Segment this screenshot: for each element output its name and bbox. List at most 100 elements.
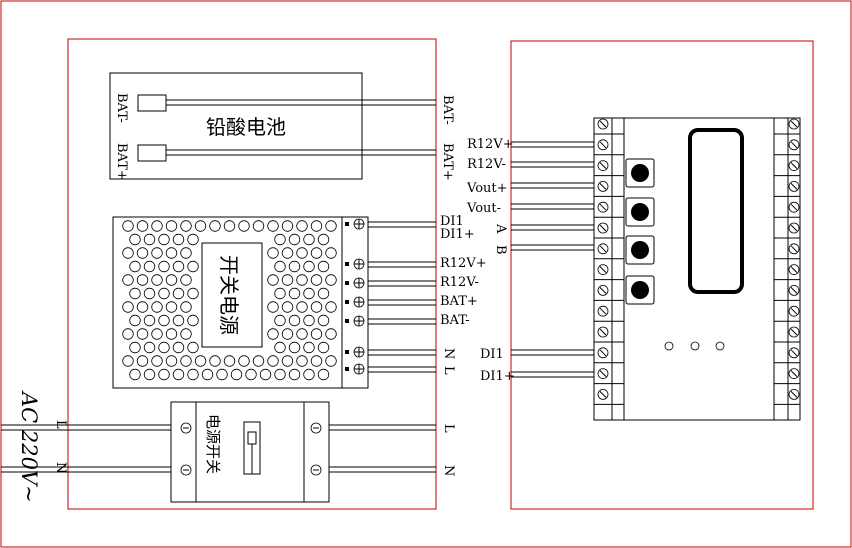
- vent-hole: [129, 341, 141, 354]
- vent-hole: [151, 247, 163, 259]
- breaker-name: 电源开关: [204, 414, 222, 474]
- vent-hole: [194, 220, 207, 232]
- vent-hole: [267, 301, 279, 313]
- vent-hole: [122, 220, 134, 232]
- vent-hole: [303, 368, 315, 381]
- vent-hole: [274, 368, 286, 381]
- vent-hole: [158, 341, 170, 354]
- vent-hole: [288, 233, 301, 246]
- vent-hole: [143, 368, 156, 381]
- vent-hole: [310, 274, 323, 286]
- vent-hole: [122, 355, 134, 367]
- vent-hole: [172, 314, 185, 327]
- psu-out-label-r12vplus: R12V+: [440, 256, 487, 271]
- vent-hole: [223, 220, 236, 232]
- vent-hole: [165, 301, 178, 313]
- breaker-out-label-l: L: [441, 424, 456, 433]
- vent-hole: [303, 260, 315, 273]
- vent-hole: [122, 274, 134, 286]
- vent-hole: [187, 287, 199, 300]
- switching-power-supply: 开关电源 DI1 DI1+ R12V+ R12V- BAT+ BAT- N L: [112, 214, 487, 389]
- vent-hole: [267, 247, 279, 259]
- vent-hole: [136, 328, 149, 340]
- vent-hole: [122, 301, 134, 313]
- vent-hole: [317, 233, 330, 246]
- indicator-led-3: [715, 341, 725, 351]
- vent-hole: [310, 328, 323, 340]
- psu-out-label-batminus: BAT-: [440, 313, 470, 328]
- vent-hole: [165, 328, 178, 340]
- vent-hole: [274, 260, 286, 273]
- vent-hole: [303, 341, 315, 354]
- vent-hole: [317, 287, 330, 300]
- vent-hole: [245, 368, 257, 381]
- vent-hole: [158, 368, 170, 381]
- vent-hole: [158, 314, 170, 327]
- vent-hole: [274, 233, 286, 246]
- ctrl-in-label-voutminus: Vout-: [466, 201, 501, 216]
- vent-hole: [281, 355, 294, 367]
- controller-unit: [593, 117, 801, 421]
- vent-hole: [187, 260, 199, 273]
- vent-hole: [165, 220, 178, 232]
- psu-name: 开关电源: [217, 255, 241, 335]
- controller-button-2[interactable]: [625, 197, 655, 227]
- vent-hole: [165, 274, 178, 286]
- battery-neg-label-right: BAT-: [440, 95, 455, 125]
- vent-hole: [180, 355, 192, 367]
- battery-name: 铅酸电池: [206, 115, 286, 139]
- vent-hole: [136, 220, 149, 232]
- vent-hole: [129, 368, 141, 381]
- vent-hole: [252, 355, 265, 367]
- ctrl-in-label-r12vplus: R12V+: [467, 137, 514, 152]
- vent-hole: [296, 220, 308, 232]
- ctrl-in-label-di1: DI1: [480, 347, 504, 362]
- vent-hole: [201, 368, 214, 381]
- vent-hole: [288, 341, 301, 354]
- vent-hole: [296, 274, 308, 286]
- psu-out-label-n: N: [441, 348, 456, 359]
- controller-right-label-strip: [773, 117, 789, 421]
- controller-button-3[interactable]: [625, 235, 655, 265]
- vent-hole: [325, 355, 337, 367]
- vent-hole: [187, 341, 199, 354]
- vent-hole: [281, 301, 294, 313]
- vent-hole: [129, 233, 141, 246]
- vent-hole: [296, 301, 308, 313]
- ctrl-in-label-a: A: [493, 223, 508, 234]
- vent-hole: [180, 220, 192, 232]
- battery-pos-label-right: BAT+: [440, 143, 455, 181]
- breaker-in-label-n: N: [53, 462, 68, 473]
- vent-hole: [317, 368, 330, 381]
- vent-hole: [288, 287, 301, 300]
- vent-hole: [296, 247, 308, 259]
- vent-hole: [158, 260, 170, 273]
- vent-hole: [230, 368, 243, 381]
- battery-terminal-neg: [137, 94, 167, 112]
- ctrl-in-label-voutplus: Vout+: [466, 181, 508, 196]
- vent-hole: [267, 274, 279, 286]
- vent-hole: [129, 314, 141, 327]
- vent-hole: [136, 355, 149, 367]
- vent-hole: [136, 301, 149, 313]
- vent-hole: [143, 233, 156, 246]
- vent-hole: [129, 287, 141, 300]
- vent-hole: [143, 260, 156, 273]
- vent-hole: [296, 355, 308, 367]
- vent-hole: [172, 233, 185, 246]
- vent-hole: [143, 287, 156, 300]
- psu-out-label-di1: DI1: [440, 214, 464, 229]
- vent-hole: [172, 287, 185, 300]
- ctrl-in-label-di1plus: DI1+: [480, 369, 515, 384]
- vent-hole: [252, 220, 265, 232]
- breaker-out-label-n: N: [441, 465, 456, 476]
- controller-button-1[interactable]: [625, 158, 655, 188]
- vent-hole: [209, 220, 221, 232]
- vent-hole: [325, 328, 337, 340]
- vent-hole: [259, 368, 272, 381]
- vent-hole: [129, 260, 141, 273]
- vent-hole: [172, 260, 185, 273]
- controller-button-4[interactable]: [625, 275, 655, 305]
- indicator-led-2: [690, 341, 700, 351]
